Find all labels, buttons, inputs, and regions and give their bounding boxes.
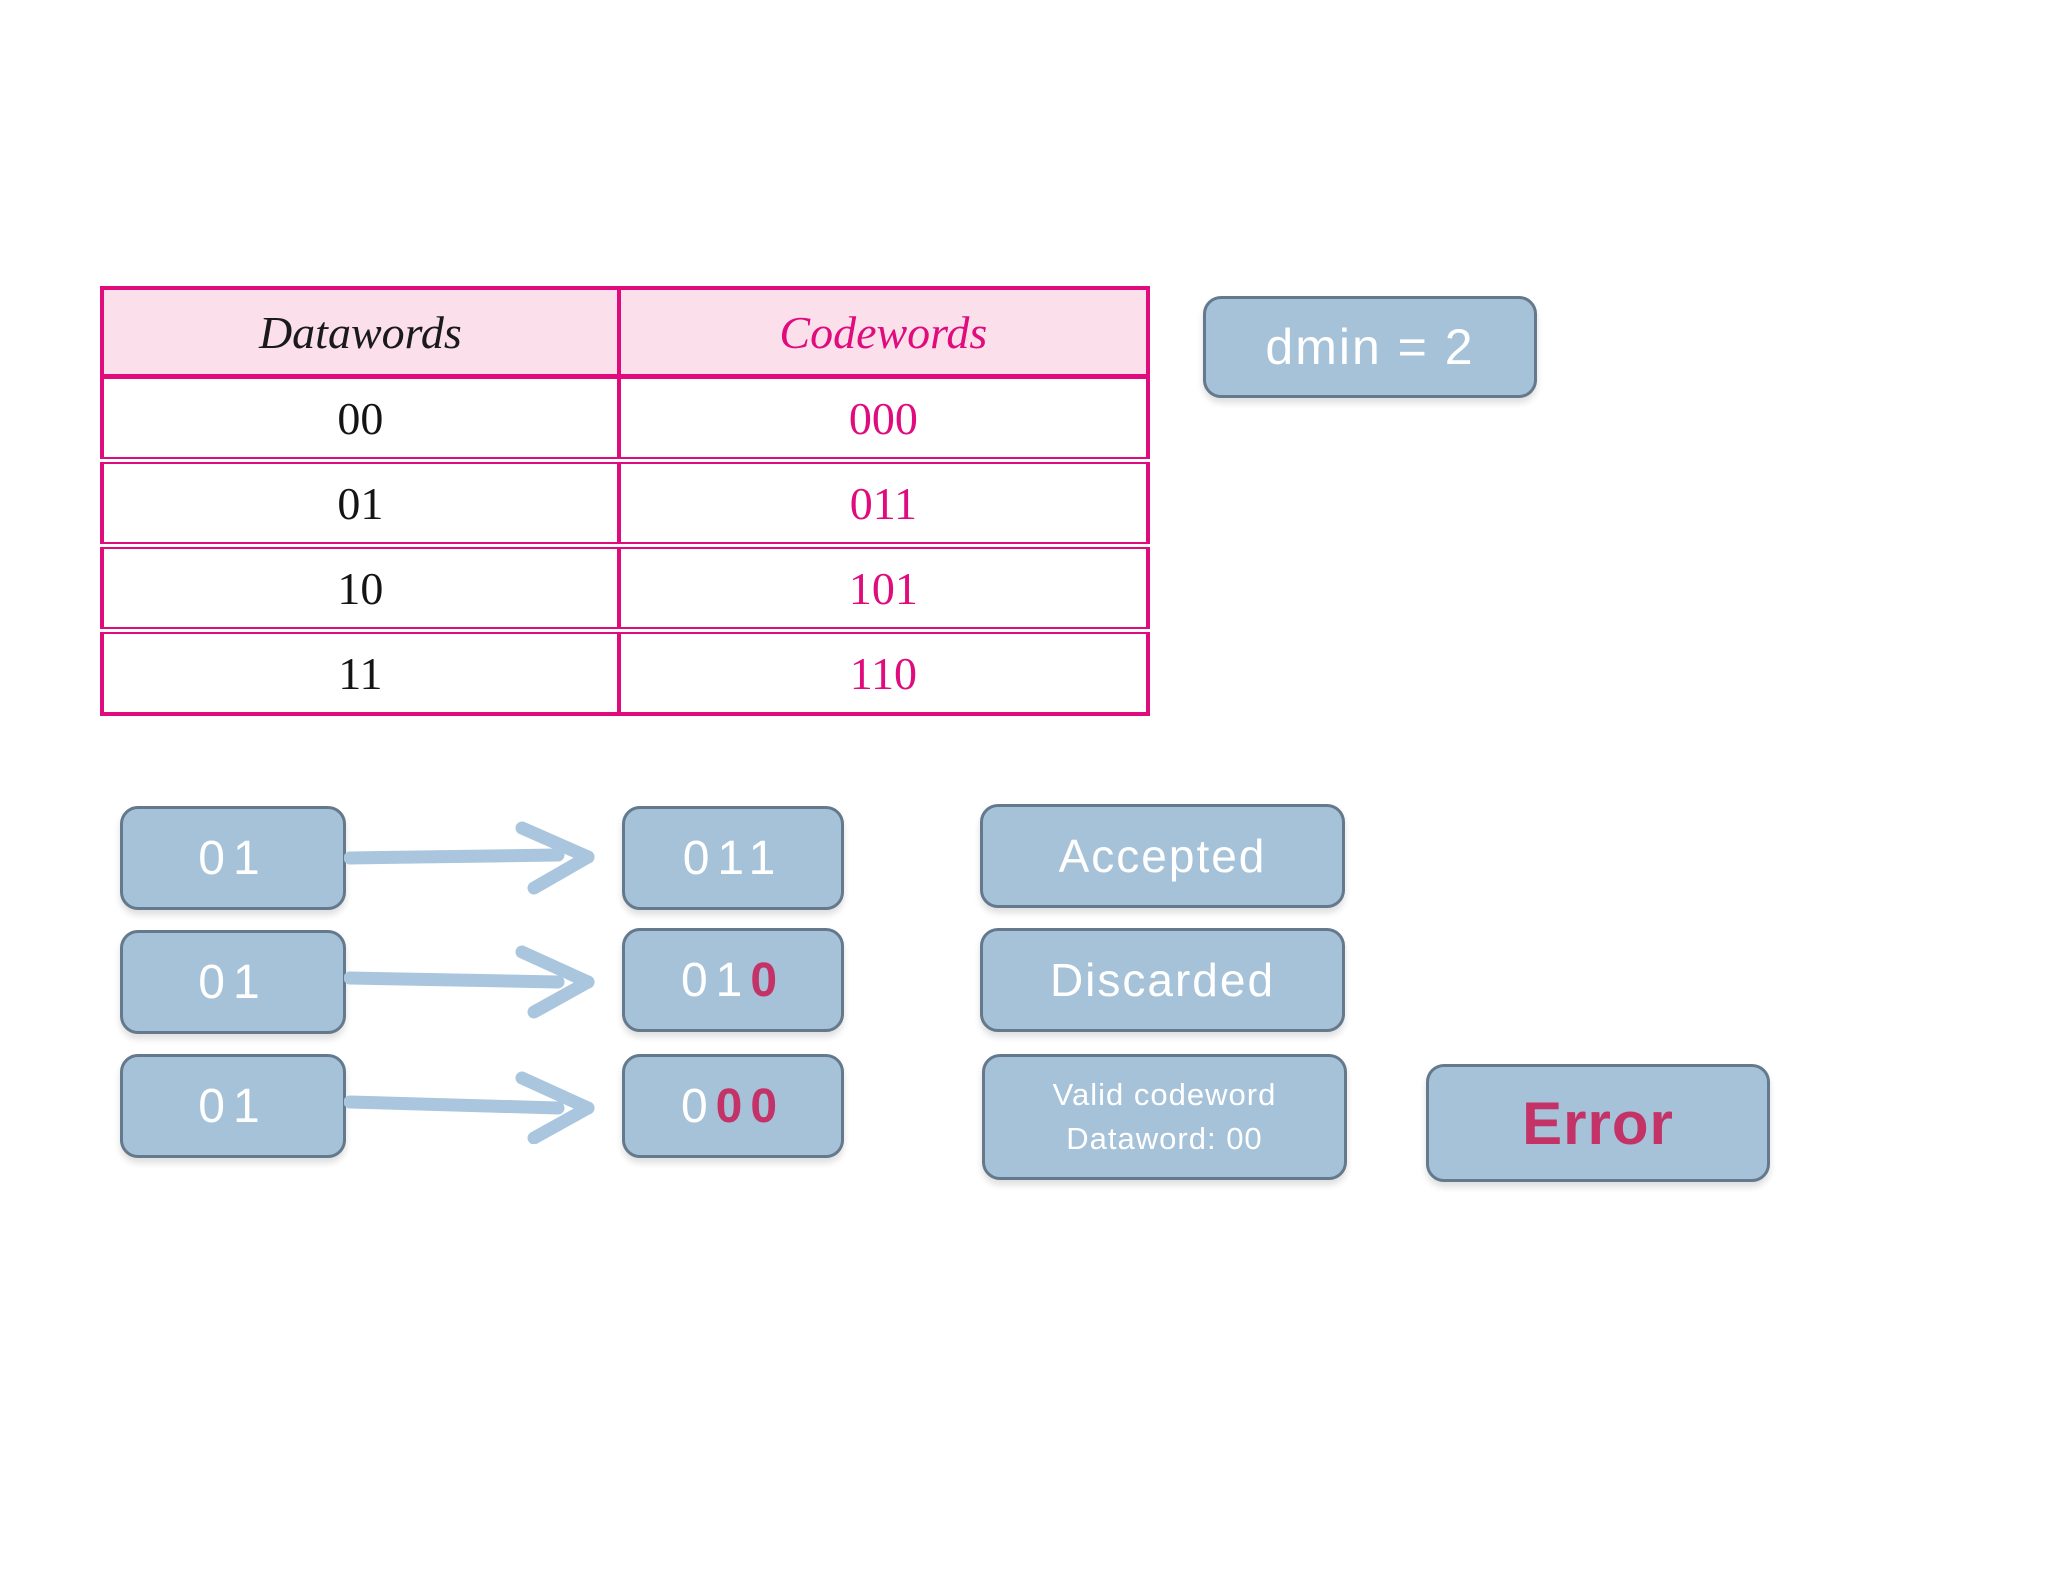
table-header-row: Datawords Codewords [102, 288, 1148, 379]
dataword-cell: 11 [102, 630, 619, 714]
codeword-error-bits: 0 [750, 953, 786, 1007]
dataword-cell: 10 [102, 545, 619, 634]
discarded-box: Discarded [980, 928, 1345, 1032]
codewords-header: Codewords [616, 288, 1148, 379]
table-row: 11 110 [102, 630, 1148, 714]
dmin-label: dmin = 2 [1265, 319, 1475, 375]
codeword-normal-bits: 01 [680, 953, 751, 1007]
sent-dataword-3: 01 [198, 1079, 268, 1133]
discarded-label: Discarded [1049, 954, 1276, 1006]
received-codeword-box-1: 011 [622, 806, 844, 910]
valid-codeword-box: Valid codeword Dataword: 00 [982, 1054, 1347, 1180]
arrow-icon [344, 820, 630, 896]
sent-dataword-box-3: 01 [120, 1054, 346, 1158]
datawords-header: Datawords [102, 288, 619, 379]
codeword-cell: 000 [616, 376, 1148, 464]
code-table: Datawords Codewords 00 000 01 011 10 101… [100, 286, 1150, 716]
table-row: 00 000 [102, 376, 1148, 464]
valid-codeword-line1: Valid codeword [1052, 1077, 1277, 1112]
sent-dataword-1: 01 [198, 831, 268, 885]
codeword-normal-bits: 011 [682, 831, 784, 885]
sent-dataword-box-2: 01 [120, 930, 346, 1034]
codeword-error-bits: 00 [715, 1079, 786, 1133]
sent-dataword-2: 01 [198, 955, 268, 1009]
arrow-icon [344, 1068, 630, 1144]
codeword-normal-bits: 0 [680, 1079, 716, 1133]
dataword-cell: 01 [102, 460, 619, 549]
dmin-badge: dmin = 2 [1203, 296, 1537, 398]
dataword-cell: 00 [102, 376, 619, 464]
accepted-box: Accepted [980, 804, 1345, 908]
datawords-codewords-table: Datawords Codewords 00 000 01 011 10 101… [100, 286, 1150, 716]
codeword-cell: 110 [616, 630, 1148, 714]
error-box: Error [1426, 1064, 1770, 1182]
table-row: 10 101 [102, 545, 1148, 634]
valid-codeword-line2: Dataword: 00 [1066, 1121, 1263, 1156]
error-label: Error [1522, 1089, 1674, 1157]
sent-dataword-box-1: 01 [120, 806, 346, 910]
arrow-icon [344, 944, 630, 1020]
codeword-cell: 011 [616, 460, 1148, 549]
table-row: 01 011 [102, 460, 1148, 549]
accepted-label: Accepted [1058, 830, 1267, 882]
codeword-cell: 101 [616, 545, 1148, 634]
